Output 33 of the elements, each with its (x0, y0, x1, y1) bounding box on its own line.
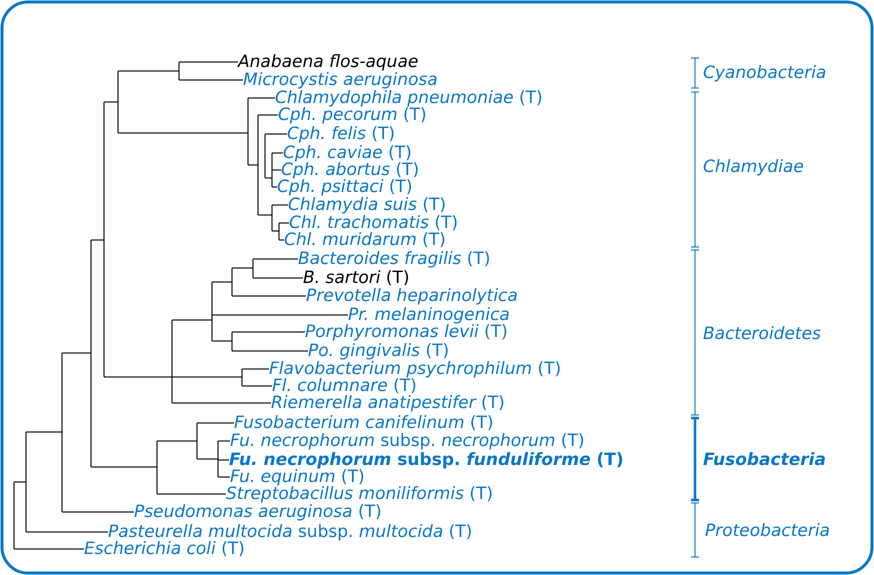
taxon-name: Microcystis aeruginosa (243, 70, 438, 90)
group-name: Proteobacteria (705, 521, 830, 541)
taxon-name: Pseudomonas aeruginosa (T) (134, 502, 382, 522)
taxon-name: Po. gingivalis (T) (308, 341, 450, 361)
taxon-name: Flavobacterium psychrophilum (T) (269, 359, 562, 379)
taxon-name: Streptobacillus moniliformis (T) (226, 484, 494, 504)
group-name: Fusobacteria (703, 450, 826, 470)
taxon-name: Bacteroides fragilis (T) (298, 249, 490, 269)
taxon-name: Fl. columnare (T) (272, 376, 417, 396)
taxon-name: Chlamydophila pneumoniae (T) (275, 88, 543, 108)
taxon-name: Porphyromonas levii (T) (305, 322, 508, 342)
taxon-name: Cph. abortus (T) (281, 160, 420, 180)
group-name: Bacteroidetes (703, 324, 821, 344)
taxon-name: Pr. melaninogenica (348, 305, 510, 325)
taxon-name: Fusobacterium canifelinum (T) (234, 413, 494, 433)
taxon-name: Cph. pecorum (T) (278, 105, 427, 125)
taxon-name: Fu. equinum (T) (230, 467, 365, 487)
taxon-name: Escherichia coli (T) (84, 539, 245, 559)
taxon-name: Fu. necrophorum subsp. necrophorum (T) (230, 431, 585, 451)
taxon-name: Riemerella anatipestifer (T) (271, 393, 505, 413)
taxon-name: Chl. trachomatis (T) (289, 213, 458, 233)
taxon-name: B. sartori (T) (303, 268, 410, 288)
taxon-name: Chl. muridarum (T) (284, 230, 446, 250)
taxon-name: Cph. psittaci (T) (277, 177, 412, 197)
group-name: Chlamydiae (703, 157, 804, 177)
taxon-name: Pasteurella multocida subsp. multocida (T) (108, 522, 472, 542)
taxon-name: Fu. necrophorum subsp. funduliforme (T) (229, 450, 624, 470)
group-name: Cyanobacteria (703, 63, 826, 83)
taxon-name: Chlamydia suis (T) (288, 195, 446, 215)
taxon-name: Cph. caviae (T) (283, 143, 412, 163)
taxon-name: Anabaena flos-aquae (238, 52, 418, 72)
taxon-name: Cph. felis (T) (287, 124, 396, 144)
taxon-name: Prevotella heparinolytica (306, 286, 518, 306)
